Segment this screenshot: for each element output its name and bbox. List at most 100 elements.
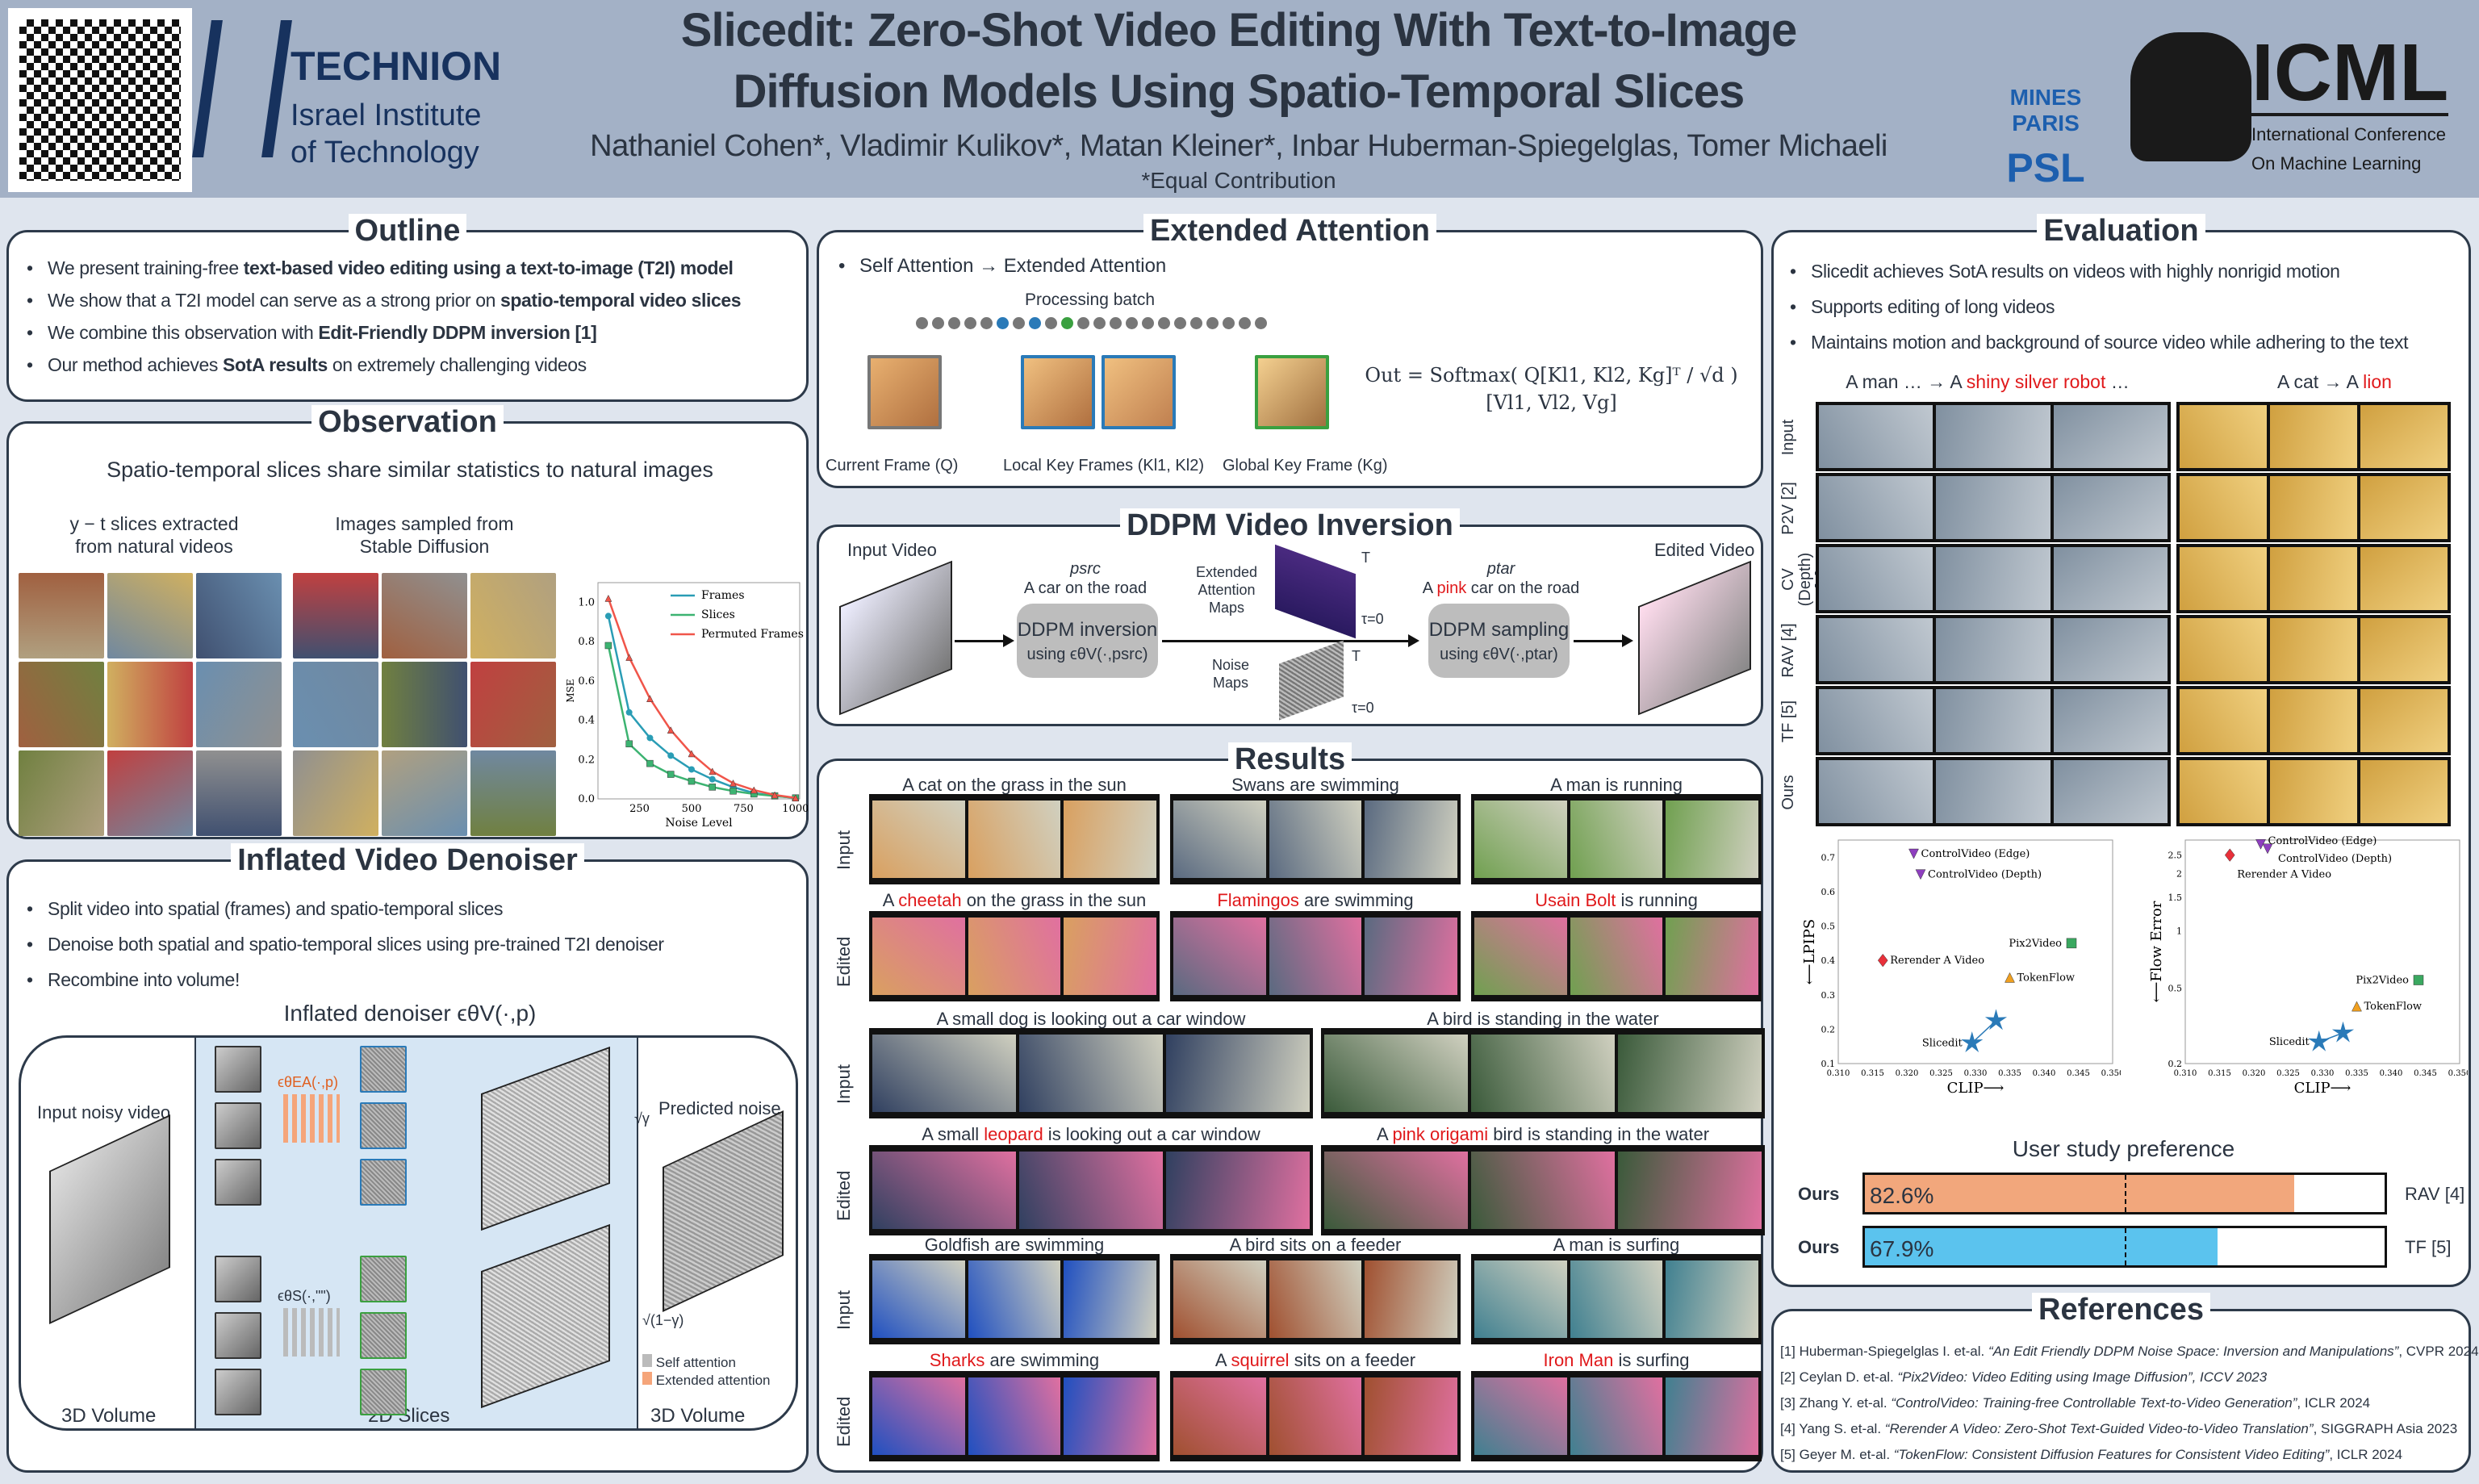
references-panel: References [1] Huberman-Spiegelglas I. e…: [1771, 1293, 2479, 1473]
x-tick-label: 0.320: [1896, 1069, 1919, 1078]
poster-title: Slicedit: Zero-Shot Video Editing With T…: [680, 4, 1797, 118]
sample-image: [382, 573, 467, 658]
y-tick-label: 0.5: [2168, 983, 2183, 993]
video-frame: [2360, 618, 2448, 681]
noise-slice-thumb: [360, 1159, 407, 1206]
data-point: [2308, 1030, 2331, 1051]
x-tick-label: 0.315: [2208, 1069, 2231, 1078]
eval-strip-lion: [2176, 757, 2451, 826]
method-row-label: TF [5]: [1779, 700, 1797, 743]
input-noisy-video-label: Input noisy video: [37, 1102, 171, 1122]
video-frame: [872, 1152, 1016, 1229]
sample-image: [19, 750, 104, 836]
input-video-strip: [869, 1254, 1160, 1344]
token-dot: [1255, 317, 1267, 329]
y-tick-label: 0.5: [1821, 922, 1836, 932]
data-point: [2351, 1001, 2362, 1012]
data-point: [625, 709, 633, 716]
noise-maps-label: Noise Maps: [1211, 657, 1250, 691]
T-label: T: [1352, 648, 1361, 664]
video-frame: [2053, 405, 2168, 468]
token-dot: [1158, 317, 1170, 329]
video-frame: [1269, 918, 1362, 995]
bullet: Supports editing of long videos: [1779, 289, 2464, 324]
video-frame: [1819, 689, 1933, 752]
video-frame: [1936, 547, 2051, 610]
sample-image: [382, 662, 467, 747]
video-frame: [1166, 1035, 1310, 1112]
sample-image: [382, 750, 467, 836]
y-tick-label: 0.6: [578, 675, 595, 688]
qr-code[interactable]: [8, 8, 192, 192]
method-row-label: P2V [2]: [1779, 482, 1797, 535]
tau-label: τ=0: [1352, 700, 1374, 716]
video-frame: [1618, 1152, 1762, 1229]
data-point: [625, 740, 633, 748]
video-frame: [1570, 1260, 1663, 1338]
video-frame: [1064, 918, 1157, 995]
frame-slice-thumb: [215, 1369, 261, 1415]
legend-label: Frames: [701, 589, 745, 602]
video-frame: [2270, 618, 2357, 681]
reference-item: [1] Huberman-Spiegelglas I. et-al. “An E…: [1780, 1344, 2479, 1359]
data-point: [729, 779, 737, 787]
token-dot: [1093, 317, 1106, 329]
token-dot: [1029, 317, 1041, 329]
input-video-strip: [869, 794, 1160, 884]
video-frame: [2180, 618, 2267, 681]
point-label: Rerender A Video: [2237, 869, 2331, 881]
data-point: [1984, 1009, 2008, 1030]
x-tick-label: 0.325: [1929, 1069, 1953, 1078]
video-frame: [2270, 476, 2357, 539]
bullet: Self Attention → Extended Attention: [827, 249, 1166, 284]
observation-subtitle: Spatio-temporal slices share similar sta…: [107, 458, 713, 482]
edit-prompt: Iron Man is surfing: [1543, 1350, 1690, 1370]
sample-image: [19, 662, 104, 747]
edited-video-strip: [1170, 911, 1461, 1001]
outline-item: Our method achieves SotA results on extr…: [15, 349, 800, 381]
eval-strip-robot: [1816, 544, 2171, 613]
data-point: [688, 750, 696, 758]
video-frame: [872, 1377, 965, 1455]
token-dot: [932, 317, 944, 329]
plot-frame: [597, 582, 801, 800]
token-dot: [980, 317, 993, 329]
sample-image: [293, 750, 378, 836]
data-point: [1915, 869, 1926, 880]
data-point: [2005, 972, 2015, 983]
video-frame: [2270, 547, 2357, 610]
predicted-noise-volume: [663, 1110, 784, 1312]
frame-slice-thumb: [215, 1102, 261, 1149]
series-line: [607, 598, 796, 800]
evaluation-panel: Evaluation Slicedit achieves SotA result…: [1771, 214, 2471, 1287]
video-frame: [1365, 918, 1458, 995]
edit-prompt: A small leopard is looking out a car win…: [922, 1124, 1260, 1144]
attention-maps-label: Extended Attention Maps: [1195, 564, 1258, 616]
data-point: [750, 786, 758, 794]
video-frame: [1173, 1377, 1266, 1455]
frame-slice-thumb: [215, 1159, 261, 1206]
data-point: [667, 726, 675, 734]
data-point: [646, 734, 654, 742]
token-dot: [964, 317, 976, 329]
current-frame-image: [867, 355, 942, 429]
video-frame: [1173, 918, 1266, 995]
sample-image: [293, 662, 378, 747]
noise-slice-thumb: [360, 1369, 407, 1415]
authors: Nathaniel Cohen*, Vladimir Kulikov*, Mat…: [590, 129, 1887, 163]
inflated-denoiser-panel: Inflated Video Denoiser Split video into…: [6, 843, 809, 1473]
y-tick-label: 0.2: [1821, 1024, 1836, 1035]
video-frame: [968, 801, 1061, 878]
video-frame: [1019, 1035, 1163, 1112]
x-tick-label: 750: [734, 803, 754, 815]
edited-video-strip: [1471, 1371, 1762, 1461]
video-frame: [2053, 618, 2168, 681]
data-point: [625, 654, 633, 661]
video-frame: [1936, 618, 2051, 681]
bar-fill: [1865, 1175, 2294, 1212]
video-frame: [872, 1035, 1016, 1112]
